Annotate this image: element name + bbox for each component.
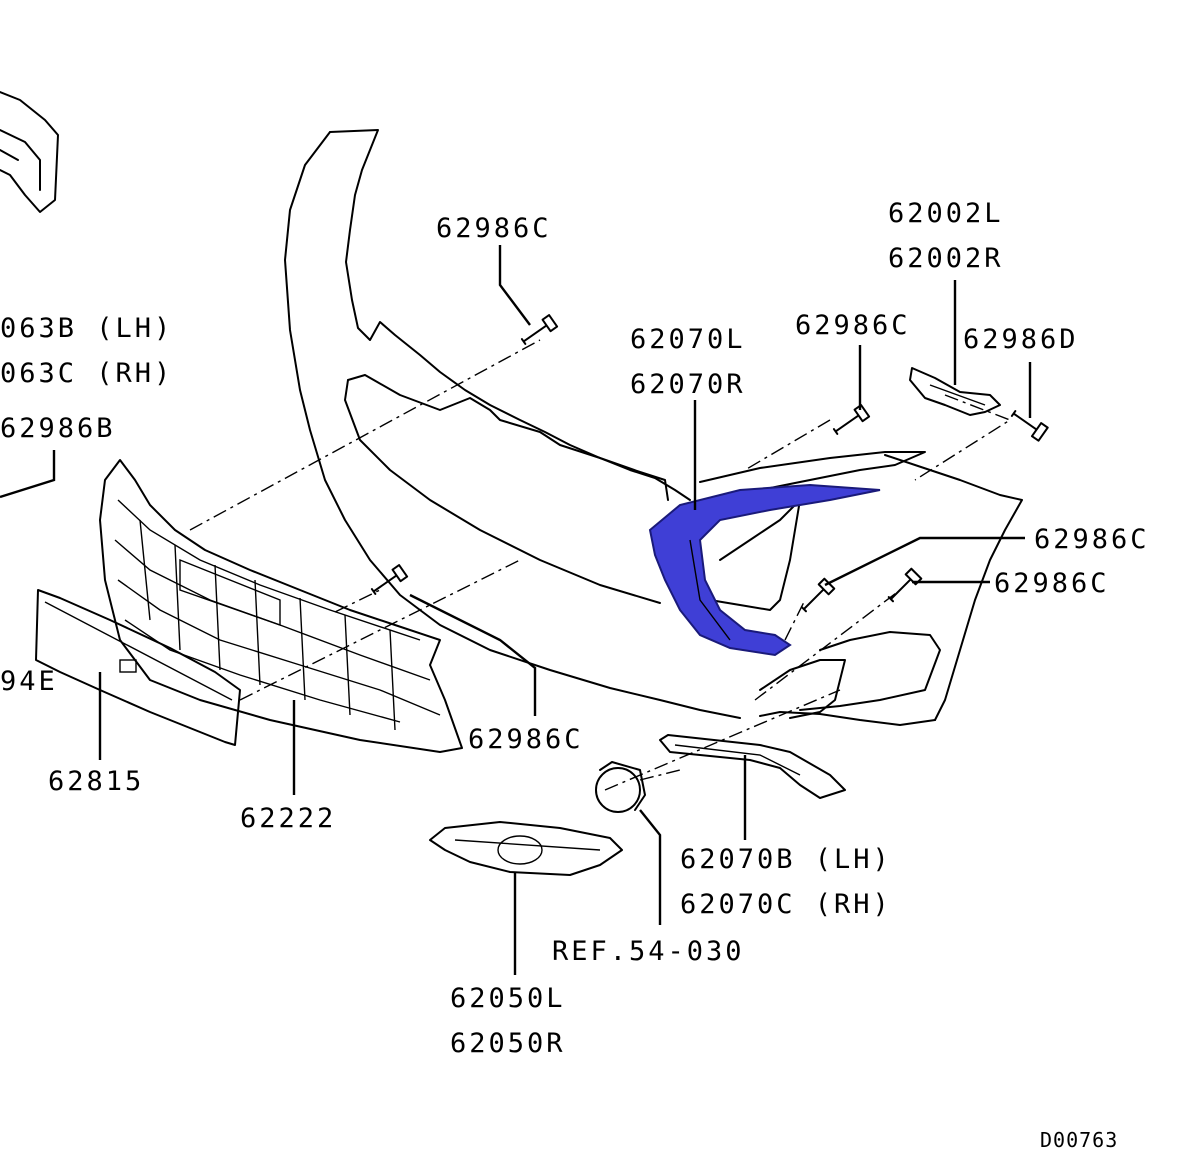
screw-top: [520, 314, 559, 345]
label-62070l: 62070L: [630, 324, 746, 355]
label-62070c-rh: 62070C (RH): [680, 889, 892, 920]
bumper-cover: [284, 129, 1023, 726]
leader-lines: [0, 245, 1032, 975]
screw-right-mid: [800, 577, 836, 613]
lower-molding: [35, 589, 241, 746]
label-62986c-right2: 62986C: [994, 568, 1110, 599]
label-62815: 62815: [48, 766, 145, 797]
label-62002r: 62002R: [888, 243, 1004, 274]
screw-right-top: [832, 404, 871, 435]
label-62222: 62222: [240, 803, 337, 834]
label-063b-lh: 063B (LH): [0, 313, 174, 344]
diagram-id: D00763: [1040, 1128, 1119, 1152]
label-62986c-lower: 62986C: [468, 724, 584, 755]
label-62050l: 62050L: [450, 983, 566, 1014]
upper-left-bracket: [0, 91, 59, 213]
label-62986c-top: 62986C: [436, 213, 552, 244]
label-94e: 94E: [0, 666, 58, 697]
screw-d: [1010, 410, 1049, 442]
fog-lamp-cover: [429, 821, 623, 876]
label-62986b: 62986B: [0, 413, 116, 444]
label-62070r: 62070R: [630, 369, 746, 400]
label-62002l: 62002L: [888, 198, 1004, 229]
lower-garnish: [659, 734, 846, 799]
label-063c-rh: 063C (RH): [0, 358, 174, 389]
highlighted-garnish: [648, 483, 881, 657]
label-62986d: 62986D: [963, 324, 1079, 355]
side-bracket: [909, 367, 1001, 416]
screws: [370, 314, 1049, 613]
label-62070b-lh: 62070B (LH): [680, 844, 892, 875]
screw-right-lower: [887, 567, 923, 603]
label-ref-54-030: REF.54-030: [552, 936, 745, 967]
screw-mid: [370, 564, 409, 595]
label-62986c-mid: 62986C: [795, 310, 911, 341]
lower-grille: [99, 459, 463, 753]
fog-lamp: [595, 761, 646, 813]
label-62986c-right1: 62986C: [1034, 524, 1150, 555]
label-62050r: 62050R: [450, 1028, 566, 1059]
